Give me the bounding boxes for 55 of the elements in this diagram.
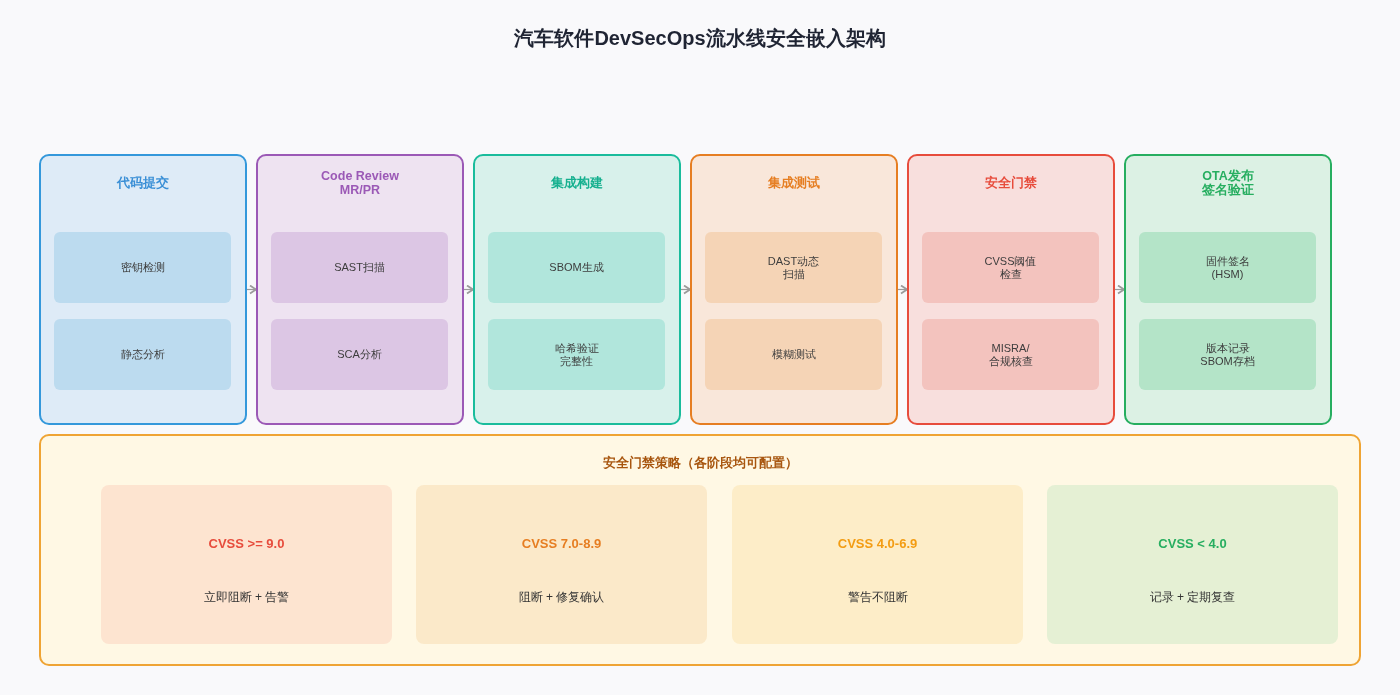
step-box [922, 232, 1099, 303]
threshold-label: CVSS 4.0-6.9 [837, 535, 918, 553]
action-label: 记录 + 定期复查 [1149, 589, 1236, 606]
step-label: 哈希验证完整性 [553, 342, 600, 367]
step-box [488, 232, 665, 303]
stage-panel [39, 154, 247, 425]
stage-title: 集成构建 [551, 175, 603, 190]
threshold-label: CVSS < 4.0 [1158, 535, 1227, 553]
step-box [271, 319, 448, 390]
step-label: CVSS阈值检查 [983, 255, 1038, 280]
policy-card [732, 485, 1023, 644]
action-label: 警告不阻断 [847, 589, 908, 606]
step-box [271, 232, 448, 303]
step-box [922, 319, 1099, 390]
threshold-label: CVSS 7.0-8.9 [521, 535, 602, 553]
arrow [463, 284, 474, 295]
policy-card [1047, 485, 1338, 644]
action-label: 阻断 + 修复确认 [518, 589, 605, 606]
diagram-title: 汽车软件DevSecOps流水线安全嵌入架构 [514, 26, 886, 51]
step-label: DAST动态扫描 [766, 255, 821, 280]
step-box [705, 232, 882, 303]
stage-panel [473, 154, 681, 425]
stage-title: OTA发布签名验证 [1201, 168, 1255, 197]
policy-card [416, 485, 707, 644]
step-label: SCA分析 [337, 348, 382, 361]
step-label: 版本记录SBOM存档 [1199, 342, 1256, 367]
policy-panel [39, 434, 1361, 666]
step-label: 固件签名(HSM) [1204, 255, 1251, 280]
action-label: 立即阻断 + 告警 [203, 589, 290, 606]
step-label: SBOM生成 [549, 261, 604, 274]
step-label: 静态分析 [120, 348, 165, 361]
arrow [1114, 284, 1125, 295]
arrow [246, 284, 257, 295]
panel-title: 安全门禁策略（各阶段均可配置） [602, 454, 798, 472]
stage-panel [690, 154, 898, 425]
step-box [54, 319, 231, 390]
arrow [897, 284, 908, 295]
arrow [680, 284, 691, 295]
step-label: SAST扫描 [334, 261, 385, 274]
step-label: 模糊测试 [771, 348, 816, 361]
step-label: 密钥检测 [120, 261, 165, 274]
step-box [488, 319, 665, 390]
stage-title: 安全门禁 [985, 175, 1037, 190]
step-label: MISRA/合规核查 [987, 342, 1034, 367]
stage-title: Code Review MR/PR [320, 168, 400, 197]
stage-panel [256, 154, 464, 425]
step-box [54, 232, 231, 303]
step-box [1139, 232, 1316, 303]
step-box [705, 319, 882, 390]
stage-title: 代码提交 [117, 175, 169, 190]
stage-panel [907, 154, 1115, 425]
step-box [1139, 319, 1316, 390]
stage-panel [1124, 154, 1332, 425]
stage-title: 集成测试 [768, 175, 820, 190]
threshold-label: CVSS >= 9.0 [208, 535, 285, 553]
